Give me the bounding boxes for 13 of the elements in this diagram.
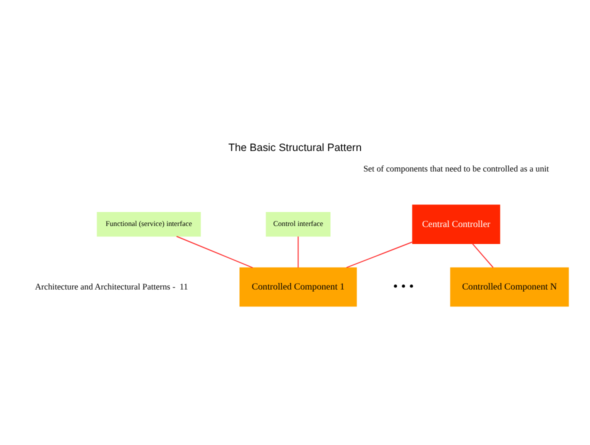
node-box: Controlled Component N — [450, 266, 569, 306]
connector — [298, 236, 299, 268]
node-box: Controlled Component 1 — [240, 266, 357, 306]
label: • • • — [393, 278, 414, 293]
connector — [472, 242, 494, 268]
diagram-title: The Basic Structural Pattern — [228, 141, 362, 154]
connector — [346, 241, 413, 268]
node-box: Central Controller — [412, 204, 500, 244]
node-box: Control interface — [266, 212, 330, 236]
connector — [176, 235, 254, 268]
label: Set of components that need to be controlled as a unit — [363, 162, 549, 173]
node-box: Functional (service) interface — [96, 212, 201, 236]
label: Architecture and Architectural Patterns - 11 — [34, 280, 188, 291]
